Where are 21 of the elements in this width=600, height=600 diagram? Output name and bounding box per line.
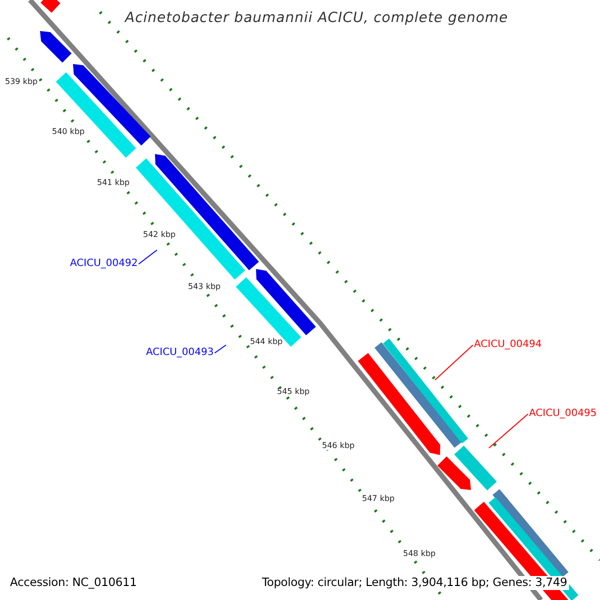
gene-label: ACICU_00493: [146, 348, 214, 358]
gene-label: ACICU_00494: [474, 340, 542, 350]
scale-label: 547 kbp: [362, 495, 395, 503]
leader-line: [434, 344, 474, 380]
title: Acinetobacter baumannii ACICU, complete genome: [125, 11, 508, 25]
scale-label: 545 kbp: [277, 388, 310, 396]
scale-label: 540 kbp: [52, 128, 85, 136]
footer-text: Topology: circular; Length: 3,904,116 bp; Genes: 3,749: [260, 576, 570, 590]
scale-label: 548 kbp: [403, 550, 436, 558]
scale-label: 546 kbp: [322, 442, 355, 450]
gene-label: ACICU_00492: [70, 259, 138, 269]
scale-label: 544 kbp: [250, 338, 283, 346]
gene-label: ACICU_00495: [529, 409, 597, 419]
scale-label: 539 kbp: [5, 78, 38, 86]
leader-line: [488, 414, 528, 448]
leader-line: [214, 344, 226, 354]
leader-line: [138, 250, 158, 264]
footer-text: Accession: NC_010611: [8, 576, 139, 590]
scale-label: 541 kbp: [97, 179, 130, 187]
scale-label: 543 kbp: [188, 283, 221, 291]
scale-label: 542 kbp: [143, 231, 176, 239]
